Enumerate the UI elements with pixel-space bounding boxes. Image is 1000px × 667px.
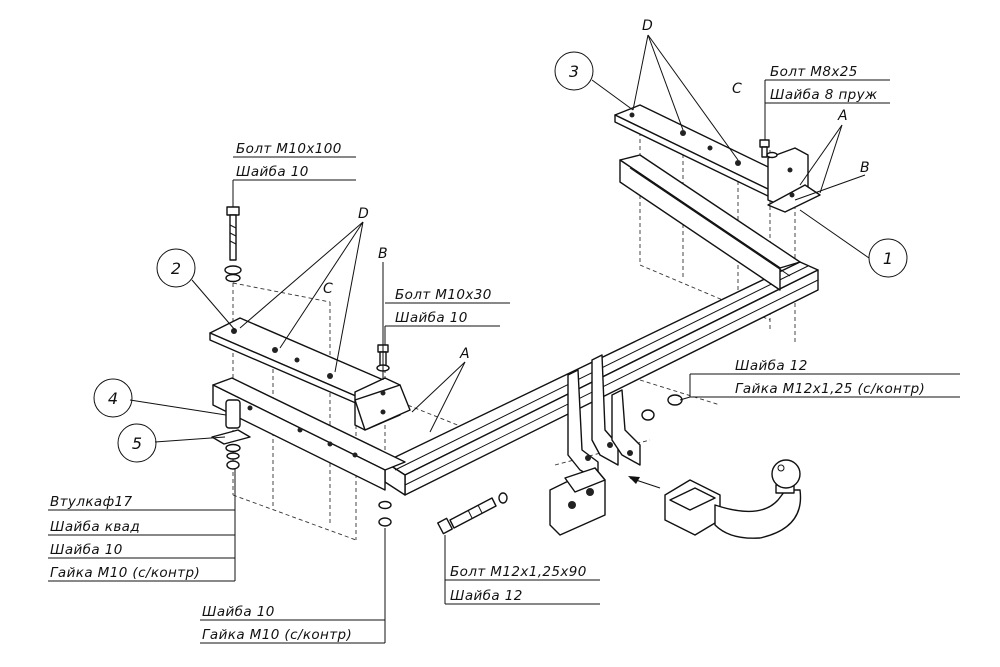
label-washer-square: Шайба квад [50,519,140,535]
label-washer-10-left: Шайба 10 [50,542,123,558]
part-number-1: 1 [868,238,908,278]
part-number-3-text: 3 [569,62,579,81]
part-number-3: 3 [554,51,594,91]
right-side-arm [619,154,801,291]
label-sleeve-17: Втулкаф17 [50,494,133,510]
part-number-2: 2 [156,248,196,288]
tow-plates [567,354,641,481]
label-washer-10-top: Шайба 10 [236,164,309,180]
part-number-4-text: 4 [108,389,118,408]
left-mounting-plate [209,317,396,408]
letter-c-right: C [732,81,742,97]
bolt-m12x125x90 [437,492,508,535]
bolt-m10x100 [224,206,242,283]
right-mounting-plate [614,104,796,198]
letter-a-right: A [837,108,848,124]
ball-mount-plate [549,467,606,536]
callout-lines [48,34,960,644]
label-nut-m10-left: Гайка М10 (с/контр) [50,565,200,581]
part-number-5-text: 5 [132,434,142,453]
right-bracket [767,147,821,213]
part-number-1-text: 1 [883,249,893,268]
label-washer-12-right: Шайба 12 [735,358,808,374]
letter-d-left: D [358,206,369,222]
label-bolt-m10x30: Болт М10х30 [395,287,492,303]
left-side-member [212,377,406,491]
sleeve-and-washers [211,399,392,527]
letter-b-left: B [378,246,388,262]
tow-ball [664,459,802,539]
arrow-to-mount [628,476,661,489]
label-washer-10-mid: Шайба 10 [395,310,468,326]
label-bolt-m8x25: Болт М8х25 [770,64,858,80]
label-washer-8-spring: Шайба 8 пруж [770,87,878,103]
label-washer-12-bottom: Шайба 12 [450,588,523,604]
letter-d-right: D [642,18,653,34]
left-bracket [354,377,411,431]
part-number-2-text: 2 [171,259,181,278]
label-nut-m10-bottom: Гайка М10 (с/контр) [202,627,352,643]
label-bolt-m12x125x90: Болт М12х1,25х90 [450,564,587,580]
label-nut-m12: Гайка М12х1,25 (с/контр) [735,381,925,397]
label-bolt-m10x100: Болт М10х100 [236,141,342,157]
letter-a-left: A [459,346,470,362]
letter-b-right: B [860,160,870,176]
letter-c-left: C [323,281,333,297]
nut-m12 [641,394,683,421]
bolt-m8x25 [759,139,778,159]
part-number-5: 5 [117,423,157,463]
part-number-4: 4 [93,378,133,418]
label-washer-10-bottom: Шайба 10 [202,604,275,620]
